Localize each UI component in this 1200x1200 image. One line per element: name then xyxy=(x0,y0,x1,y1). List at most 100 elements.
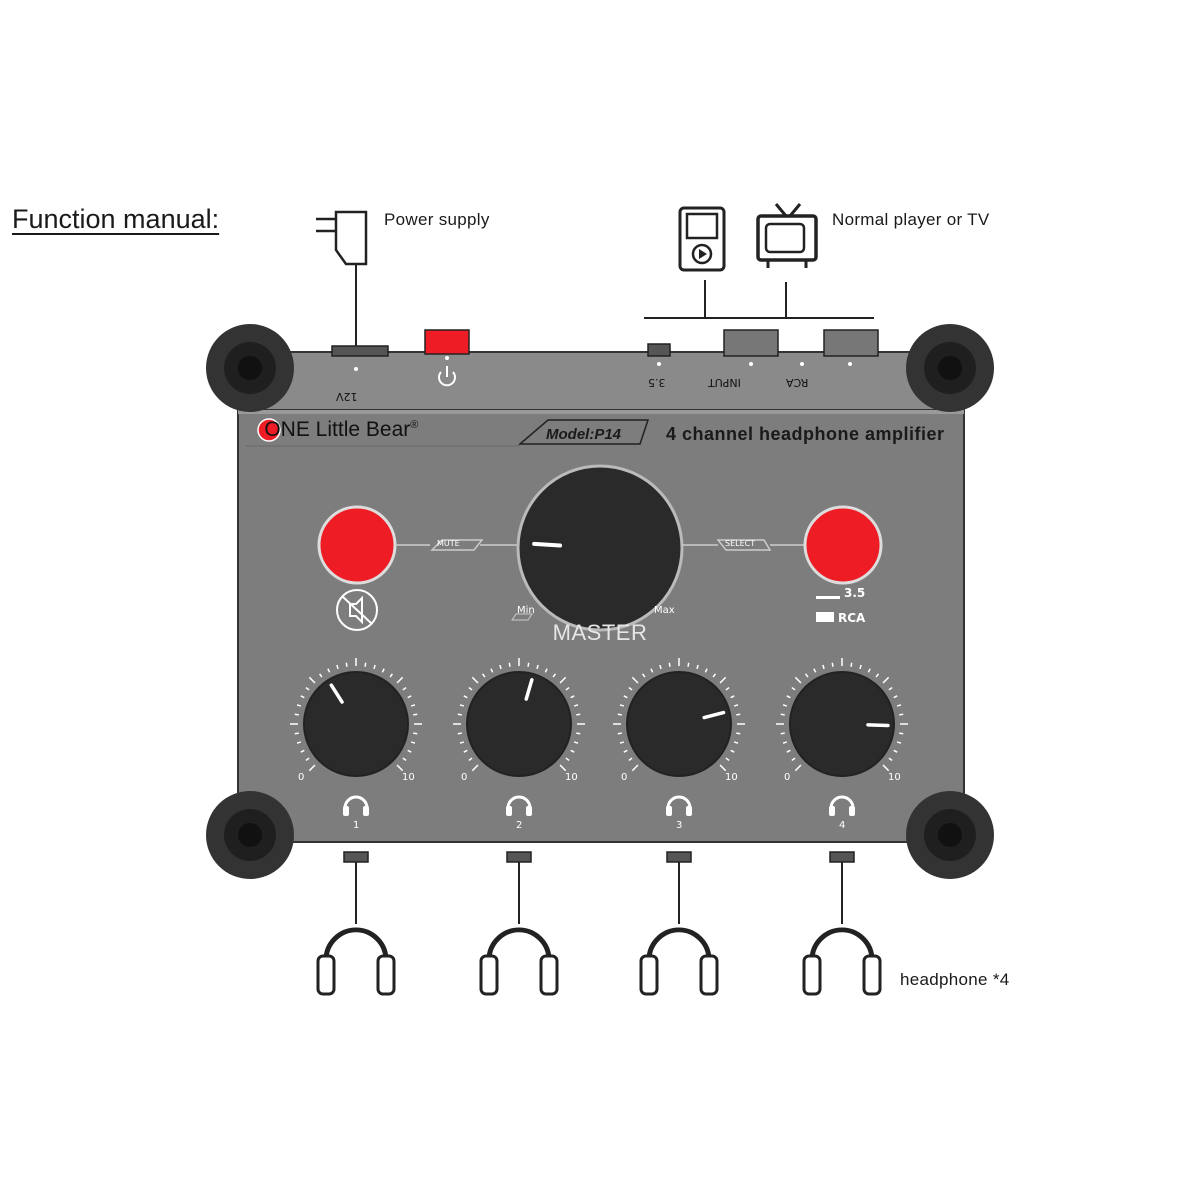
channel-2-max-label: 10 xyxy=(565,772,578,783)
scale-tick xyxy=(712,673,717,678)
channel-1-volume-knob[interactable] xyxy=(304,672,408,776)
scale-tick xyxy=(296,741,302,744)
knob-pointer xyxy=(329,683,344,704)
scale-tick xyxy=(300,695,305,699)
scale-tick xyxy=(294,713,299,716)
select-label: SELECT xyxy=(725,539,756,548)
scale-tick xyxy=(899,713,904,716)
power-button[interactable] xyxy=(425,330,469,354)
scale-tick xyxy=(463,695,468,699)
model-label: Model:P14 xyxy=(546,426,622,443)
scale-tick xyxy=(791,686,796,691)
scale-tick xyxy=(896,704,902,707)
master-volume-knob[interactable] xyxy=(518,466,682,630)
scale-tick xyxy=(831,662,834,667)
scale-tick xyxy=(623,695,628,699)
channel-3-volume-knob[interactable] xyxy=(627,672,731,776)
knob-pointer xyxy=(866,723,890,728)
scale-tick xyxy=(573,741,579,744)
scale-tick xyxy=(899,732,904,735)
scale-tick xyxy=(576,713,581,716)
knob-body xyxy=(789,671,895,777)
headphones-caption: headphone *4 xyxy=(900,970,1010,989)
channel-4-output xyxy=(802,851,882,996)
input-rca-label: RCA xyxy=(786,376,809,389)
scale-tick xyxy=(396,764,404,772)
select-button-shape xyxy=(803,505,883,585)
scale-tick xyxy=(559,764,567,772)
brand-mark: ® xyxy=(410,419,419,431)
channel-3-output xyxy=(639,851,719,996)
scale-tick xyxy=(413,713,418,716)
input-35-jack[interactable] xyxy=(648,344,670,356)
knob-body xyxy=(466,671,572,777)
scale-tick xyxy=(508,662,511,667)
channel-4-headphone-jack[interactable] xyxy=(830,852,854,862)
channel-4-volume-knob[interactable] xyxy=(790,672,894,776)
channel-1-headphone-jack[interactable] xyxy=(344,852,368,862)
scale-tick xyxy=(730,695,735,699)
selector-option-rca: RCA xyxy=(838,611,866,625)
scale-tick xyxy=(552,673,557,678)
scale-tick xyxy=(305,757,310,762)
rca-jack-right[interactable] xyxy=(824,330,878,356)
scale-tick xyxy=(687,662,690,667)
scale-tick xyxy=(623,749,628,753)
scale-tick xyxy=(782,704,788,707)
scale-tick xyxy=(565,686,570,691)
channel-2-volume-knob[interactable] xyxy=(467,672,571,776)
scale-tick xyxy=(294,732,299,735)
input-select-button[interactable] xyxy=(805,507,881,583)
master-min-label: Min xyxy=(517,605,535,616)
scale-tick xyxy=(471,676,479,684)
foot-bottom-left xyxy=(206,791,294,879)
scale-tick xyxy=(410,741,416,744)
headphones-icon xyxy=(479,927,559,996)
scale-tick xyxy=(617,732,622,735)
scale-tick xyxy=(481,673,486,678)
player-caption: Normal player or TV xyxy=(832,210,990,229)
knob-pointer xyxy=(702,710,726,720)
scale-tick xyxy=(619,704,625,707)
mute-button[interactable] xyxy=(319,507,395,583)
selector-option-35: 3.5 xyxy=(844,586,866,600)
scale-tick xyxy=(780,713,785,716)
mute-icon xyxy=(336,589,378,631)
channel-4-max-label: 10 xyxy=(888,772,901,783)
scale-tick xyxy=(725,686,730,691)
scale-tick xyxy=(659,664,662,670)
scale-tick xyxy=(559,676,567,684)
scale-tick xyxy=(318,673,323,678)
master-max-label: Max xyxy=(654,605,675,616)
scale-tick xyxy=(402,686,407,691)
mute-label: MUTE xyxy=(437,539,460,548)
power-rating-label: 12V xyxy=(336,390,358,403)
channel-4-min-label: 0 xyxy=(784,772,791,783)
channel-2-min-label: 0 xyxy=(461,772,468,783)
scale-tick xyxy=(628,757,633,762)
scale-tick xyxy=(471,764,479,772)
scale-tick xyxy=(576,732,581,735)
scale-tick xyxy=(794,764,802,772)
scale-tick xyxy=(725,757,730,762)
scale-tick xyxy=(468,686,473,691)
headphones-icon xyxy=(639,927,719,996)
channel-3-number: 3 xyxy=(676,820,683,831)
scale-tick xyxy=(813,668,817,673)
channel-1-min-label: 0 xyxy=(298,772,305,783)
brand-label: OONE Little Bear® xyxy=(262,418,418,442)
scale-tick xyxy=(410,704,416,707)
knob-body xyxy=(626,671,732,777)
scale-tick xyxy=(565,757,570,762)
scale-tick xyxy=(736,732,741,735)
rca-jack-left[interactable] xyxy=(724,330,778,356)
scale-tick xyxy=(804,673,809,678)
scale-tick xyxy=(628,686,633,691)
scale-tick xyxy=(850,662,853,667)
scale-tick xyxy=(459,741,465,744)
channel-3-headphone-jack[interactable] xyxy=(667,852,691,862)
scale-tick xyxy=(457,732,462,735)
channel-2-headphone-jack[interactable] xyxy=(507,852,531,862)
dc-power-jack[interactable] xyxy=(332,346,388,356)
channel-1-max-label: 10 xyxy=(402,772,415,783)
